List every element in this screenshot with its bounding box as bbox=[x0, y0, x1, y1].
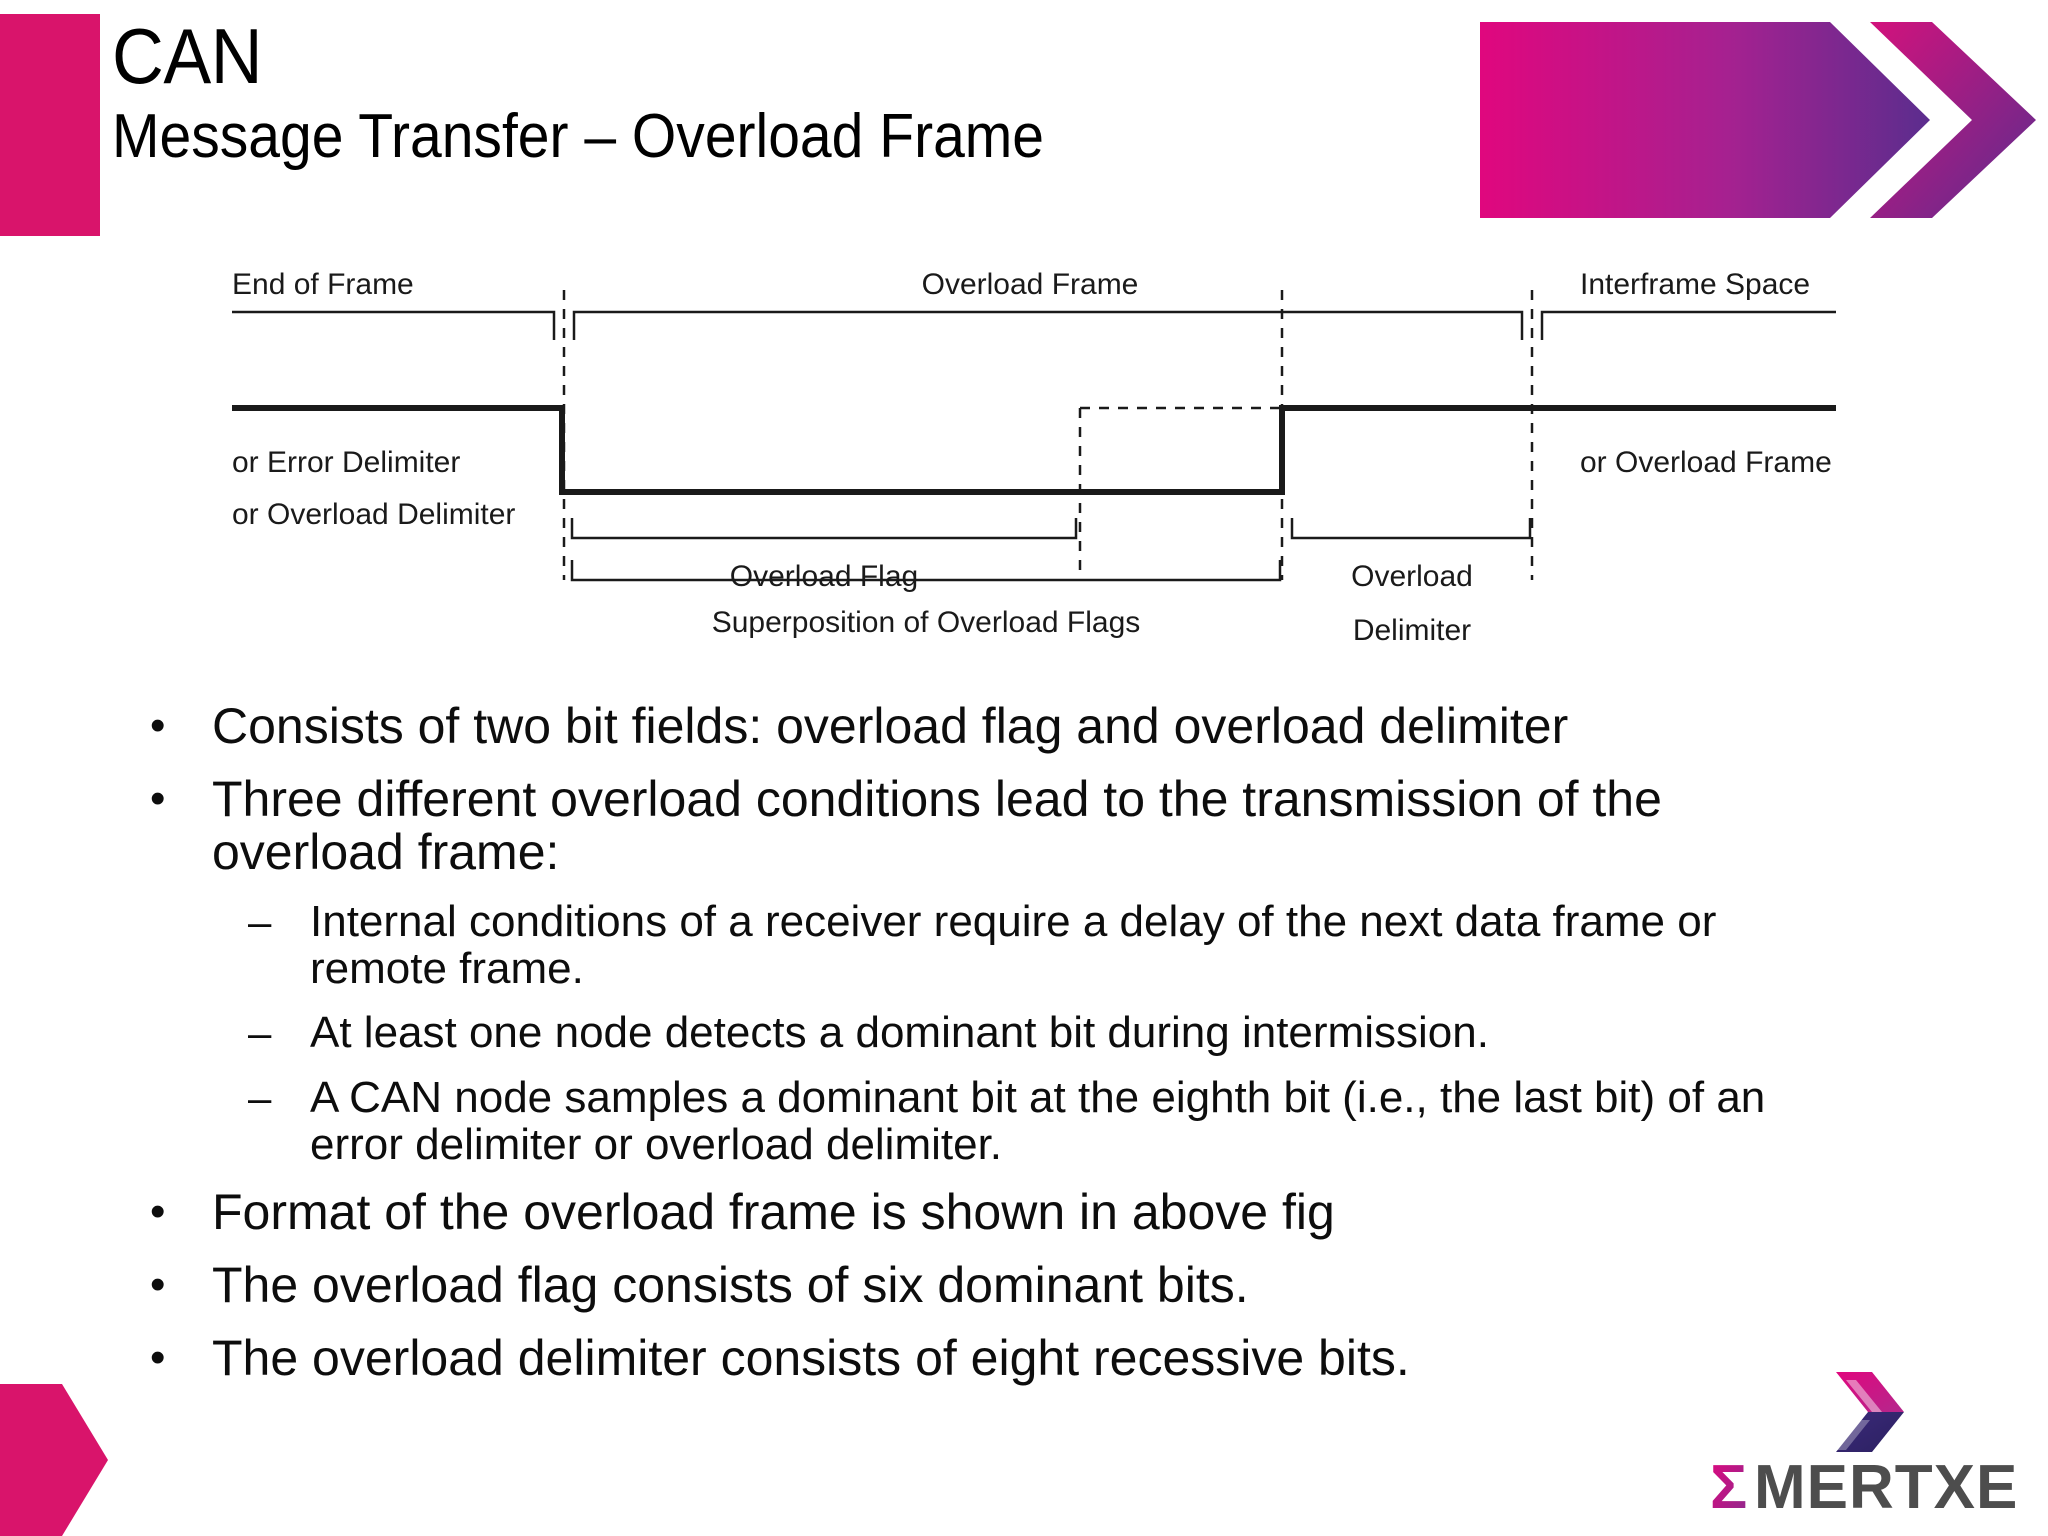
header-chevron-graphic bbox=[1480, 22, 2036, 218]
bullet-text: The overload delimiter consists of eight… bbox=[212, 1330, 1410, 1387]
diagram-label-or-overload-delimiter: or Overload Delimiter bbox=[232, 498, 515, 531]
page-subtitle: Message Transfer – Overload Frame bbox=[112, 102, 1045, 172]
diagram-label-overload-frame: Overload Frame bbox=[922, 268, 1139, 301]
bullet-text: Consists of two bit fields: overload fla… bbox=[212, 698, 1569, 754]
sub-bullet-marker: – bbox=[248, 1073, 272, 1121]
sub-bullet-marker: – bbox=[248, 898, 272, 945]
bullet-item: • Three different overload conditions le… bbox=[0, 773, 2048, 879]
footer-accent-arrow bbox=[0, 1384, 108, 1536]
bullet-marker: • bbox=[150, 701, 166, 750]
sub-bullet-item: – At least one node detects a dominant b… bbox=[0, 1010, 2048, 1057]
can-overload-frame-diagram: End of Frame Overload Frame Interframe S… bbox=[0, 250, 2048, 690]
slide-body-content: • Consists of two bit fields: overload f… bbox=[0, 700, 2048, 1405]
bullet-text: Format of the overload frame is shown in… bbox=[212, 1184, 1335, 1241]
diagram-label-end-of-frame: End of Frame bbox=[232, 268, 414, 301]
header-accent-bar bbox=[0, 14, 100, 236]
diagram-label-interframe-space: Interframe Space bbox=[1580, 268, 1810, 301]
header-title-block: CAN Message Transfer – Overload Frame bbox=[112, 12, 1512, 172]
logo-wordmark: MERTXE bbox=[1754, 1453, 2018, 1522]
diagram-label-or-overload-frame: or Overload Frame bbox=[1580, 446, 1832, 479]
sub-bullet-text: At least one node detects a dominant bit… bbox=[310, 1008, 1489, 1058]
diagram-label-superposition: Superposition of Overload Flags bbox=[712, 606, 1141, 639]
bullet-marker: • bbox=[150, 1187, 166, 1237]
logo-chevron-icon bbox=[1836, 1372, 1904, 1452]
diagram-label-or-error-delimiter: or Error Delimiter bbox=[232, 446, 460, 479]
sub-bullet-item: – Internal conditions of a receiver requ… bbox=[0, 897, 2048, 993]
sub-bullet-text: A CAN node samples a dominant bit at the… bbox=[310, 1072, 1766, 1169]
diagram-label-overload-delimiter-line1: Overload bbox=[1351, 560, 1473, 593]
bullet-item: • Consists of two bit fields: overload f… bbox=[0, 700, 2048, 753]
bullet-item: • The overload flag consists of six domi… bbox=[0, 1259, 2048, 1312]
sub-bullet-item: – A CAN node samples a dominant bit at t… bbox=[0, 1072, 2048, 1169]
bullet-item: • The overload delimiter consists of eig… bbox=[0, 1332, 2048, 1385]
bullet-marker: • bbox=[150, 1333, 166, 1383]
bullet-text: The overload flag consists of six domina… bbox=[212, 1257, 1249, 1314]
sub-bullet-marker: – bbox=[248, 1009, 272, 1057]
diagram-label-overload-delimiter-line2: Delimiter bbox=[1353, 614, 1471, 647]
logo-sigma: Σ bbox=[1710, 1453, 1747, 1522]
page-title: CAN bbox=[112, 12, 263, 100]
diagram-label-overload-flag: Overload Flag bbox=[730, 560, 918, 593]
emertxe-logo: Σ MERTXE bbox=[1710, 1372, 2018, 1522]
bullet-text: Three different overload conditions lead… bbox=[212, 771, 1662, 880]
bullet-item: • Format of the overload frame is shown … bbox=[0, 1186, 2048, 1239]
sub-bullet-text: Internal conditions of a receiver requir… bbox=[310, 897, 1717, 993]
bullet-marker: • bbox=[150, 1260, 166, 1310]
bullet-marker: • bbox=[150, 774, 166, 823]
